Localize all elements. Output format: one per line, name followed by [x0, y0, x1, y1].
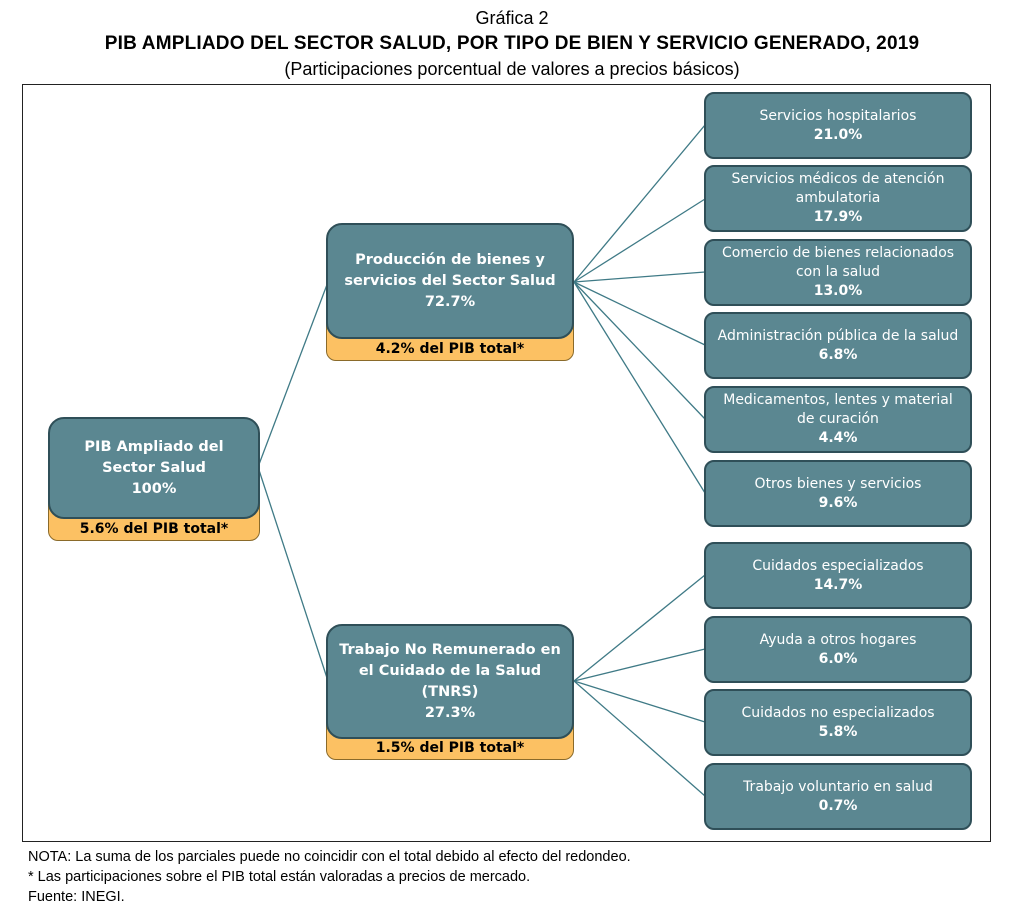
child-label: Servicios hospitalarios	[759, 107, 917, 124]
tnrs-pct: 27.3%	[424, 704, 476, 721]
child-pct: 17.9%	[813, 209, 863, 225]
figure-label: Gráfica 2	[475, 8, 549, 28]
child-pct: 14.7%	[813, 576, 863, 593]
production-node: Producción de bienes y servicios del Sec…	[326, 223, 574, 339]
child-label: Administración pública de la salud	[717, 327, 959, 344]
child-label: Cuidados especializados	[752, 557, 924, 574]
tnrs-child-node: Cuidados no especializados 5.8%	[704, 689, 972, 756]
child-label: Servicios médicos de atención ambulatori…	[731, 171, 945, 206]
child-label: Otros bienes y servicios	[754, 475, 922, 492]
connector-tnrs-child-2	[573, 648, 706, 682]
production-child-node: Medicamentos, lentes y material de curac…	[704, 386, 972, 453]
tnrs-child-node: Ayuda a otros hogares 6.0%	[704, 616, 972, 683]
connector-prod-child-4	[573, 281, 706, 346]
child-label: Ayuda a otros hogares	[759, 631, 917, 648]
production-child-node: Otros bienes y servicios 9.6%	[704, 460, 972, 527]
note-asterisk: * Las participaciones sobre el PIB total…	[28, 869, 531, 885]
root-label: PIB Ampliado del Sector Salud	[84, 438, 224, 476]
child-label: Medicamentos, lentes y material de curac…	[723, 392, 953, 427]
connector-tnrs-child-4	[573, 680, 706, 797]
root-node: PIB Ampliado del Sector Salud 100%	[48, 417, 260, 519]
production-pib-tag-text: 4.2% del PIB total*	[375, 341, 525, 357]
child-pct: 9.6%	[818, 494, 858, 511]
production-pct: 72.7%	[424, 293, 476, 310]
tnrs-child-node: Trabajo voluntario en salud 0.7%	[704, 763, 972, 830]
root-pct: 100%	[131, 480, 177, 497]
connector-tnrs-child-3	[573, 680, 706, 723]
tnrs-label: Trabajo No Remunerado en el Cuidado de l…	[339, 641, 561, 700]
production-label: Producción de bienes y servicios del Sec…	[344, 251, 556, 289]
connector-prod-child-2	[573, 198, 706, 283]
diagram-frame	[22, 84, 991, 842]
child-label: Cuidados no especializados	[741, 704, 935, 721]
tnrs-pib-tag-text: 1.5% del PIB total*	[375, 740, 525, 756]
connector-root-tnrs	[257, 466, 329, 682]
connector-tnrs-child-1	[573, 574, 706, 682]
child-label: Comercio de bienes relacionados con la s…	[721, 245, 955, 280]
child-pct: 6.8%	[818, 346, 858, 363]
connector-prod-child-6	[573, 281, 706, 494]
child-pct: 5.8%	[818, 723, 858, 740]
connector-prod-child-5	[573, 281, 706, 420]
child-pct: 21.0%	[813, 126, 863, 143]
production-child-node: Servicios hospitalarios 21.0%	[704, 92, 972, 159]
note-rounding: NOTA: La suma de los parciales puede no …	[28, 849, 631, 865]
child-pct: 13.0%	[813, 283, 863, 299]
child-pct: 0.7%	[818, 797, 858, 814]
production-child-node: Servicios médicos de atención ambulatori…	[704, 165, 972, 232]
child-label: Trabajo voluntario en salud	[743, 778, 933, 795]
tnrs-child-node: Cuidados especializados 14.7%	[704, 542, 972, 609]
root-pib-tag-text: 5.6% del PIB total*	[79, 521, 229, 537]
production-child-node: Administración pública de la salud 6.8%	[704, 312, 972, 379]
connector-prod-child-1	[573, 124, 706, 283]
note-source: Fuente: INEGI.	[28, 889, 125, 905]
chart-title: PIB AMPLIADO DEL SECTOR SALUD, POR TIPO …	[104, 33, 920, 54]
production-child-node: Comercio de bienes relacionados con la s…	[704, 239, 972, 306]
chart-subtitle: (Participaciones porcentual de valores a…	[284, 59, 740, 79]
connector-prod-child-3	[573, 271, 706, 283]
child-pct: 4.4%	[818, 430, 858, 446]
tnrs-node: Trabajo No Remunerado en el Cuidado de l…	[326, 624, 574, 739]
connector-root-production	[257, 281, 329, 468]
child-pct: 6.0%	[818, 650, 858, 667]
